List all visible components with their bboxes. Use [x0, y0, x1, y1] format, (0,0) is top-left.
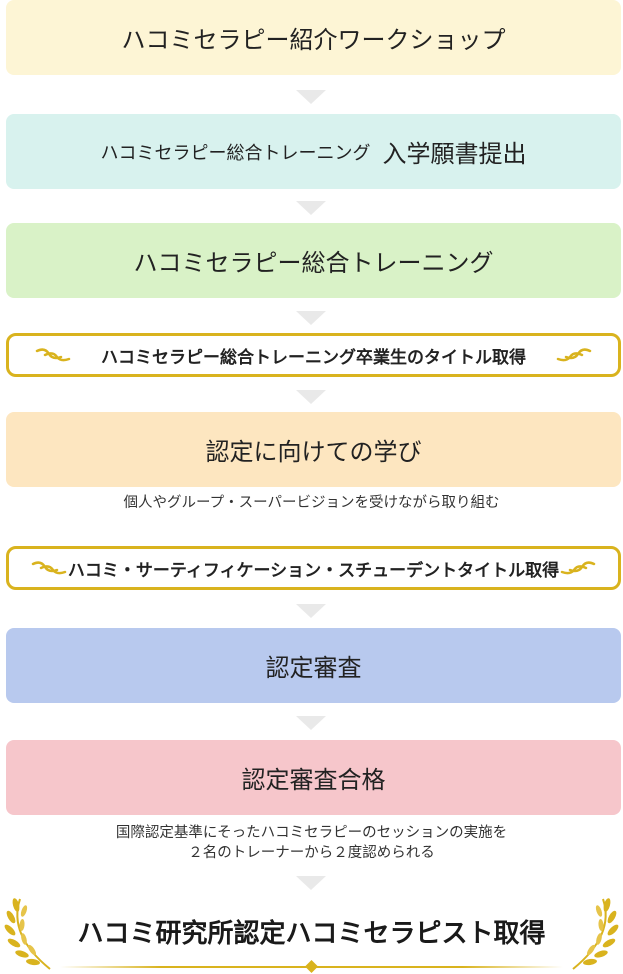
down-triangle-icon [296, 90, 326, 104]
title-graduate-label: ハコミセラピー総合トレーニング卒業生のタイトル取得 [101, 347, 526, 368]
step-workshop: ハコミセラピー紹介ワークショップ [6, 0, 621, 75]
laurel-wreath-icon [4, 898, 51, 970]
step-review: 認定審査 [6, 628, 621, 703]
step-workshop-label: ハコミセラピー紹介ワークショップ [121, 26, 506, 54]
diamond-icon [305, 960, 318, 973]
learning-note: 個人やグループ・スーパービジョンを受けながら取り組む [123, 495, 500, 511]
down-triangle-icon [296, 876, 326, 890]
pass-note-line2: ２名のトレーナーから２度認められる [188, 845, 435, 861]
title-student: ハコミ・サーティフィケーション・スチューデントタイトル取得 [6, 546, 621, 590]
step-application-label: 入学願書提出 [382, 140, 527, 168]
title-graduate: ハコミセラピー総合トレーニング卒業生のタイトル取得 [6, 333, 621, 377]
down-triangle-icon [296, 716, 326, 730]
step-pass-label: 認定審査合格 [241, 766, 386, 794]
step-learning-label: 認定に向けての学び [205, 438, 422, 466]
pass-note-line1: 国際認定基準にそったハコミセラピーのセッションの実施を [115, 825, 508, 841]
down-triangle-icon [296, 604, 326, 618]
title-student-label: ハコミ・サーティフィケーション・スチューデントタイトル取得 [67, 560, 560, 581]
gold-swoosh-icon [556, 348, 592, 362]
down-triangle-icon [296, 201, 326, 215]
step-training: ハコミセラピー総合トレーニング [6, 223, 621, 298]
step-training-label: ハコミセラピー総合トレーニング [133, 249, 494, 277]
final-title-label: ハコミ研究所認定ハコミセラピスト取得 [77, 918, 546, 949]
final-title: ハコミ研究所認定ハコミセラピスト取得 [0, 906, 623, 956]
gold-swoosh-icon [35, 348, 71, 362]
step-application: ハコミセラピー総合トレーニング 入学願書提出 [6, 114, 621, 189]
gold-swoosh-icon [560, 561, 596, 575]
step-application-sub-label: ハコミセラピー総合トレーニング [100, 142, 371, 164]
laurel-wreath-icon [572, 898, 619, 970]
step-learning: 認定に向けての学び [6, 412, 621, 487]
step-review-label: 認定審査 [265, 654, 362, 682]
down-triangle-icon [296, 390, 326, 404]
down-triangle-icon [296, 311, 326, 325]
step-pass: 認定審査合格 [6, 740, 621, 815]
gold-swoosh-icon [31, 561, 67, 575]
